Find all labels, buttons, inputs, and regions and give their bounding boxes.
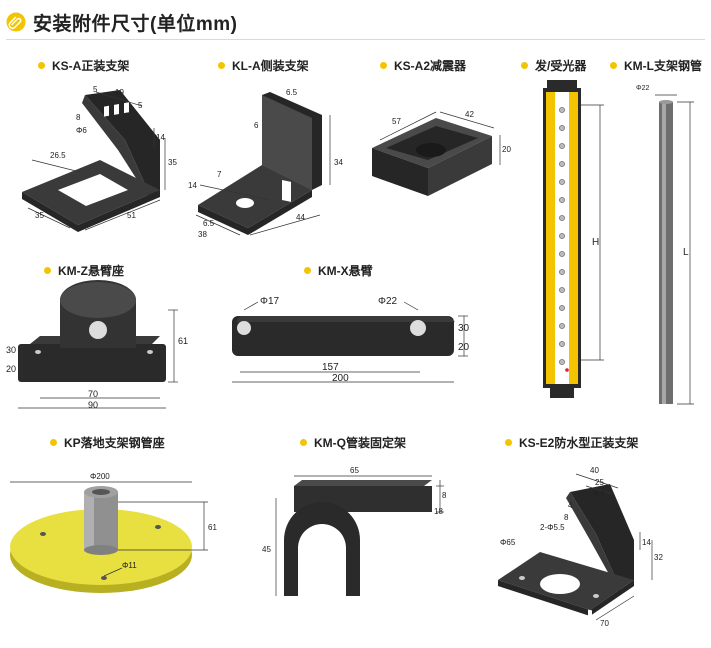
caption-km-q: KM-Q管装固定架 (300, 434, 406, 451)
section-header: 安装附件尺寸(单位mm) (0, 0, 711, 40)
indicator-led (565, 368, 569, 372)
dim-label: 65 (350, 466, 359, 475)
dim-label: 14 (642, 538, 651, 547)
caption-kp: KP落地支架钢管座 (50, 434, 165, 451)
header-divider (6, 39, 705, 40)
km-x-arm-drawing: Φ17 Φ22 30 20 157 200 (232, 296, 470, 384)
dim-label: 6 (254, 121, 259, 130)
dim-label: Φ22 (378, 296, 398, 307)
dim-label: 45 (262, 545, 271, 554)
paperclip-icon (6, 12, 26, 32)
dim-label: 4 (568, 501, 573, 510)
dim-label: 35 (35, 211, 44, 220)
dim-label: 20 (6, 364, 16, 374)
dim-label: 8.2 (594, 490, 606, 499)
caption-ks-e2: KS-E2防水型正装支架 (505, 434, 638, 451)
dim-label: 26.5 (50, 151, 66, 160)
ks-a2-damper-drawing: 57 42 20 (372, 110, 511, 196)
dim-label: Φ65 (500, 538, 516, 547)
dim-label: Φ6 (76, 126, 87, 135)
dim-label: 8 (564, 513, 569, 522)
dim-label: 8 (442, 491, 447, 500)
dim-label: 14 (156, 133, 165, 142)
bullet-dot-icon (505, 439, 512, 446)
caption-km-x: KM-X悬臂 (304, 262, 373, 279)
km-z-seat-drawing: 30 20 61 70 90 (6, 280, 188, 410)
dim-label: 44 (296, 213, 305, 222)
dim-label: 30 (458, 323, 470, 334)
kl-a-bracket-drawing: 6.5 6 34 44 14 7 6.5 38 (188, 88, 343, 239)
ks-e2-bracket-drawing: 40 25 8.2 4 8 2-Φ5.5 Φ65 14 32 70 (498, 466, 663, 628)
slot (282, 179, 291, 202)
dim-label: 19 (115, 88, 124, 97)
dim-label: 61 (208, 523, 217, 532)
dim-label: 38 (198, 230, 207, 239)
page-title: 安装附件尺寸(单位mm) (33, 14, 238, 35)
dim-label: 42 (465, 110, 474, 119)
dim-label: 8 (76, 113, 81, 122)
bullet-dot-icon (380, 62, 387, 69)
light-curtain-drawing: H (543, 80, 604, 398)
dim-label: 70 (88, 389, 98, 399)
lens-dots (559, 107, 565, 365)
dim-label: 20 (458, 342, 470, 353)
dim-label: 157 (322, 362, 339, 373)
dim-label: 6.5 (203, 219, 215, 228)
dim-label: Φ11 (122, 561, 137, 570)
dim-label: 14 (188, 181, 197, 190)
dim-label: 40 (590, 466, 599, 475)
caption-km-l: KM-L支架钢管 (610, 57, 702, 74)
caption-emitter: 发/受光器 (521, 57, 586, 74)
caption-kl-a: KL-A侧装支架 (218, 57, 309, 74)
dim-label: 35 (168, 158, 177, 167)
dim-label: Φ200 (90, 472, 110, 481)
dim-label: H (592, 237, 599, 248)
bullet-dot-icon (218, 62, 225, 69)
km-q-clamp-drawing: 65 8 18 45 (262, 466, 447, 596)
bullet-dot-icon (521, 62, 528, 69)
bullet-dot-icon (50, 439, 57, 446)
bullet-dot-icon (38, 62, 45, 69)
dim-label: 20 (502, 145, 511, 154)
dim-label: L (683, 247, 689, 258)
bullet-dot-icon (610, 62, 617, 69)
dim-label: 30 (6, 345, 16, 355)
dim-label: Φ17 (260, 296, 280, 307)
dim-label: 18 (434, 507, 443, 516)
bullet-dot-icon (44, 267, 51, 274)
dim-label: 5 (93, 85, 98, 94)
bullet-dot-icon (304, 267, 311, 274)
caption-ks-a2: KS-A2减震器 (380, 57, 466, 74)
dim-label: Φ22 (636, 85, 649, 92)
dim-label: 70 (600, 619, 609, 628)
dim-label: 6.5 (286, 88, 298, 97)
dim-label: 51 (127, 211, 136, 220)
bullet-dot-icon (300, 439, 307, 446)
dim-label: 90 (88, 400, 98, 410)
dim-label: 7 (217, 170, 222, 179)
dim-label: 57 (392, 117, 401, 126)
dim-label: 200 (332, 373, 349, 384)
km-l-pipe-drawing: Φ22 L (636, 85, 694, 405)
dim-label: 5 (138, 101, 143, 110)
caption-km-z: KM-Z悬臂座 (44, 262, 124, 279)
dim-label: 34 (334, 158, 343, 167)
dim-label: 2-Φ5.5 (540, 523, 565, 532)
ks-a-bracket-drawing: 5 19 5 8 Φ6 14 35 26.5 35 51 (22, 85, 177, 232)
dim-label: 61 (178, 336, 188, 346)
kp-base-drawing: Φ200 61 Φ11 (10, 472, 217, 593)
dim-label: 32 (654, 553, 663, 562)
dim-label: 25 (595, 478, 604, 487)
caption-ks-a: KS-A正装支架 (38, 57, 129, 74)
